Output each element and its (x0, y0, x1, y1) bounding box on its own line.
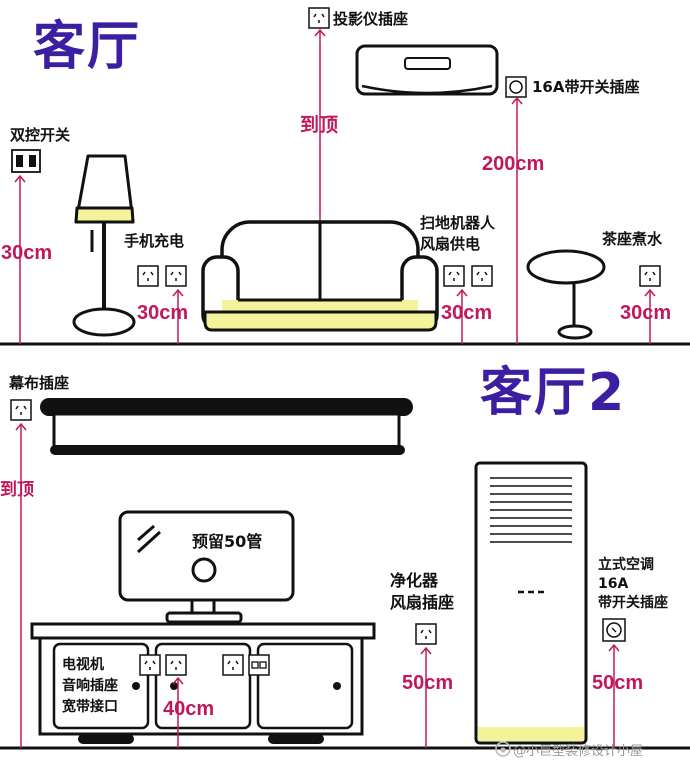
switch-icon (11, 149, 41, 173)
dimension-line-purifier (420, 647, 432, 748)
watermark: @小巨型装修设计小屋 (513, 744, 644, 759)
sofa-icon (201, 220, 439, 332)
socket-icon (137, 265, 159, 287)
air-conditioner-icon (355, 44, 499, 96)
section-title-living-room: 客厅 (33, 17, 142, 77)
dim-40cm: 40cm (163, 698, 215, 720)
label-conduit: 预留50管 (192, 532, 263, 551)
dim-to-top-1: 到顶 (300, 114, 339, 136)
socket-icon (10, 399, 32, 421)
socket-icon (165, 654, 187, 676)
dimension-line-robot (456, 289, 468, 344)
socket-icon (471, 265, 493, 287)
socket-icon (505, 76, 527, 98)
dim-tea-30cm: 30cm (620, 302, 672, 324)
dim-phone-30cm: 30cm (137, 302, 189, 324)
dimension-line-tea (644, 289, 656, 344)
dim-switch-30cm: 30cm (1, 242, 53, 264)
dimension-line-40cm (172, 677, 184, 748)
dim-to-top-2: 到顶 (0, 480, 34, 500)
floor-lamp-icon (72, 154, 136, 337)
data-port-icon (248, 654, 270, 676)
label-robot-fan: 扫地机器人 风扇供电 (420, 214, 496, 253)
socket-icon (639, 265, 661, 287)
tv-cabinet-icon (30, 622, 376, 744)
label-screen-socket: 幕布插座 (9, 374, 70, 392)
dimension-line-200cm (511, 97, 523, 344)
dim-200cm: 200cm (482, 153, 545, 175)
dim-robot-30cm: 30cm (441, 302, 493, 324)
weibo-icon (495, 741, 511, 757)
tv-icon (118, 510, 295, 624)
socket-icon (139, 654, 161, 676)
socket-icon (222, 654, 244, 676)
socket-icon (308, 7, 330, 29)
label-tea-kettle: 茶座煮水 (602, 230, 663, 248)
socket-icon (443, 265, 465, 287)
dim-ac-50cm: 50cm (592, 672, 644, 694)
label-phone-charge: 手机充电 (124, 232, 185, 250)
label-purifier: 净化器 风扇插座 (390, 571, 455, 612)
section-title-living-room-2: 客厅2 (480, 363, 627, 423)
dimension-line-switch (14, 175, 26, 344)
dimension-line-ac (608, 644, 620, 748)
label-projector-socket: 投影仪插座 (333, 10, 409, 28)
ac-socket-icon (602, 618, 626, 642)
tea-table-icon (526, 249, 606, 340)
projection-screen-icon (40, 398, 413, 455)
label-tv-cabinet: 电视机 音响插座 宽带接口 (62, 657, 118, 715)
label-ac: 立式空调 16A 带开关插座 (598, 557, 668, 611)
label-dual-switch: 双控开关 (10, 126, 71, 144)
dimension-line-to-top (314, 29, 326, 222)
dimension-line-phone (172, 289, 184, 344)
standing-ac-icon (474, 461, 588, 745)
dim-purifier-50cm: 50cm (402, 672, 454, 694)
socket-icon (415, 623, 437, 645)
socket-icon (165, 265, 187, 287)
dimension-line-to-top-2 (15, 423, 27, 748)
label-16a-socket: 16A带开关插座 (532, 78, 640, 96)
